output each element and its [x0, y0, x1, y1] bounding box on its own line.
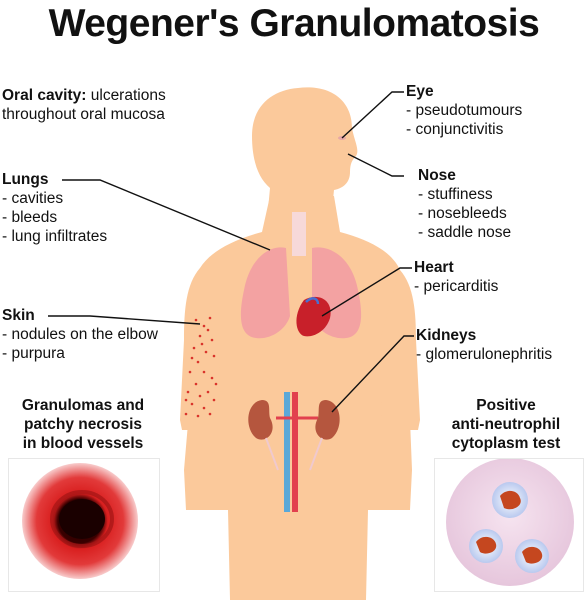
heart-heading: Heart — [414, 259, 454, 276]
vessel-cross-section — [22, 463, 138, 579]
skin-heading: Skin — [2, 307, 35, 324]
heart-organ — [296, 296, 331, 337]
lungs-item: - cavities — [2, 190, 64, 207]
left-kidney — [248, 400, 273, 440]
skin-item: - nodules on the elbow — [2, 326, 158, 343]
trachea — [292, 212, 306, 256]
oral-cavity-heading: Oral cavity: — [2, 87, 87, 104]
anca-caption-line: Positive — [476, 397, 536, 414]
heart-label: Heart - pericarditis — [414, 258, 498, 296]
vessel-panel — [8, 458, 160, 592]
lungs-heading: Lungs — [2, 171, 49, 188]
heart-item: - pericarditis — [414, 278, 499, 295]
skin-label: Skin - nodules on the elbow - purpura — [2, 306, 158, 363]
eye-label: Eye - pseudotumours - conjunctivitis — [406, 82, 522, 139]
skin-item: - purpura — [2, 345, 65, 362]
nose-label: Nose - stuffiness - nosebleeds - saddle … — [418, 166, 511, 242]
anca-caption-line: cytoplasm test — [451, 435, 561, 452]
nose-heading: Nose — [418, 167, 456, 184]
eye-heading: Eye — [406, 83, 434, 100]
nose-item: - nosebleeds — [418, 205, 507, 222]
petri-panel — [434, 458, 584, 592]
pointer-lines — [48, 91, 414, 413]
granulomas-caption-line: patchy necrosis — [23, 416, 143, 433]
human-body — [180, 87, 420, 600]
granulomas-caption-line: in blood vessels — [22, 435, 144, 452]
kidneys-heading: Kidneys — [416, 327, 477, 344]
vena-cava — [284, 392, 290, 512]
oral-cavity-label: Oral cavity: ulcerations throughout oral… — [2, 86, 166, 124]
oral-cavity-text1: ulcerations — [90, 87, 166, 104]
petri-dish — [446, 458, 574, 586]
nose-item: - stuffiness — [418, 186, 493, 203]
kidneys-item: - glomerulonephritis — [416, 346, 553, 363]
kidneys-label: Kidneys - glomerulonephritis — [416, 326, 552, 364]
eye-item: - pseudotumours — [406, 102, 523, 119]
aorta — [292, 392, 298, 512]
lungs-item: - lung infiltrates — [2, 228, 108, 245]
page-title: Wegener's Granulomatosis — [48, 2, 540, 45]
lungs-label: Lungs - cavities - bleeds - lung infiltr… — [2, 170, 107, 246]
purpura-dots — [184, 316, 218, 418]
anca-caption-line: anti-neutrophil — [451, 416, 561, 433]
lungs-item: - bleeds — [2, 209, 58, 226]
eye-item: - conjunctivitis — [406, 121, 504, 138]
granulomas-caption-line: Granulomas and — [21, 397, 145, 414]
granulomas-caption: Granulomas and patchy necrosis in blood … — [0, 396, 166, 453]
nose-item: - saddle nose — [418, 224, 512, 241]
left-lung — [240, 247, 290, 339]
oral-cavity-text2: throughout oral mucosa — [2, 106, 165, 123]
anca-caption: Positive anti-neutrophil cytoplasm test — [424, 396, 588, 453]
